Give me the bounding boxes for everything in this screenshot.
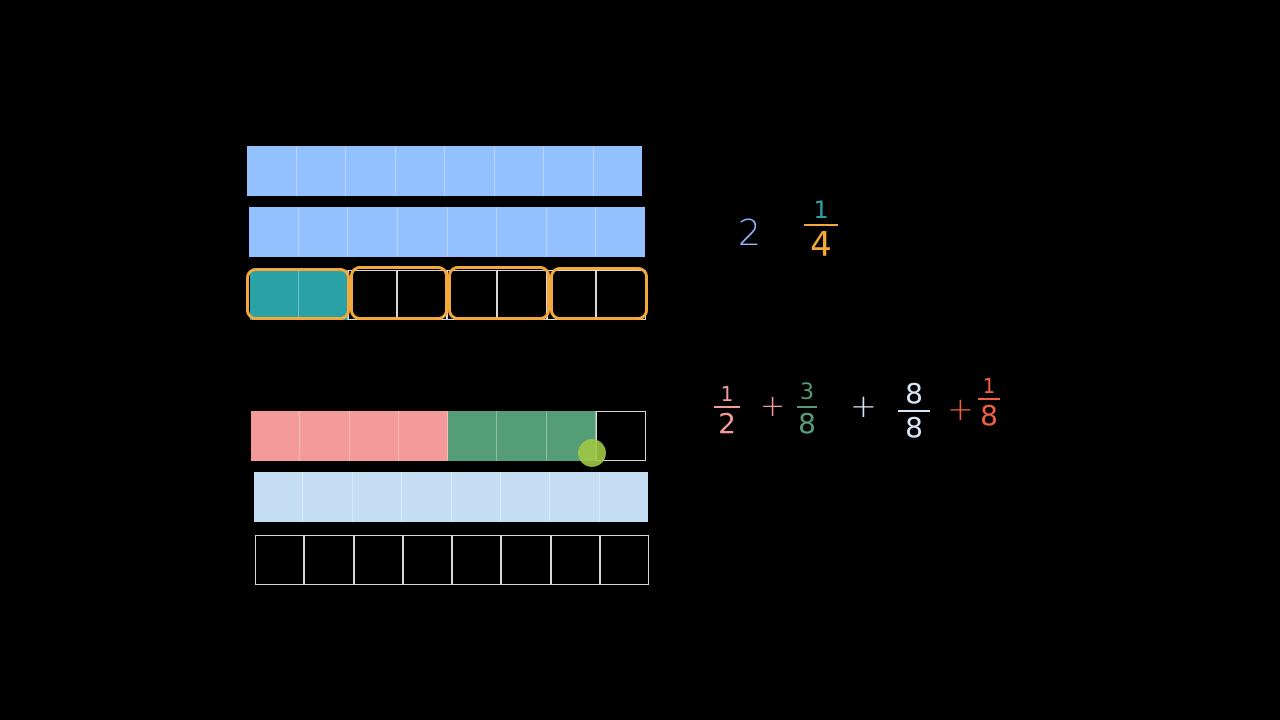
bar-cell [550, 472, 600, 522]
term-4: 1 8 [978, 376, 1000, 430]
bar-cell [544, 146, 594, 196]
denominator: 8 [980, 399, 998, 432]
fraction-line [978, 398, 1000, 400]
bar-cell [445, 146, 495, 196]
fraction-line [797, 406, 817, 408]
term-1: 1 2 [714, 384, 740, 438]
bar-cell [550, 535, 600, 585]
group-ring-4 [550, 267, 648, 320]
mixed-numerator: 1 [813, 196, 829, 224]
bar-cell [595, 411, 646, 461]
bar-cell [353, 535, 403, 585]
bar-cell [249, 207, 299, 257]
bar-cell [402, 535, 452, 585]
bar-cell [296, 146, 346, 196]
bar-cell [593, 146, 642, 196]
bar-cell [397, 207, 448, 257]
bar-cell [346, 146, 396, 196]
numerator: 1 [982, 374, 996, 398]
bar-cell [247, 146, 297, 196]
fraction-line [898, 410, 930, 412]
bar-cell [251, 411, 301, 461]
group-ring-3 [448, 266, 550, 320]
mixed-whole: 2 [738, 213, 761, 254]
bar-cell [599, 472, 648, 522]
bar-cell [599, 535, 649, 585]
bar-cell [303, 472, 353, 522]
bar-cell [452, 535, 502, 585]
whole-bar-1 [247, 146, 642, 196]
sum-bar-1 [251, 411, 646, 461]
term-3: 8 8 [898, 380, 930, 442]
bar-cell [298, 270, 348, 320]
numerator: 8 [905, 377, 923, 410]
fraction-line [714, 406, 740, 408]
bar-cell [254, 472, 304, 522]
plus-1: + [760, 389, 786, 424]
bar-cell [448, 411, 498, 461]
group-ring-1 [246, 268, 350, 320]
bar-cell [494, 146, 544, 196]
bar-cell [497, 411, 547, 461]
bar-cell [395, 146, 445, 196]
mixed-denominator: 4 [810, 225, 832, 265]
denominator: 8 [905, 411, 923, 444]
sum-bar-2 [254, 472, 648, 522]
bar-cell [451, 472, 501, 522]
bar-cell [255, 535, 305, 585]
sum-bar-3 [255, 535, 649, 585]
plus-2: + [850, 387, 877, 425]
numerator: 1 [720, 382, 734, 406]
denominator: 2 [718, 407, 736, 440]
bar-cell [398, 411, 448, 461]
bar-cell [596, 207, 645, 257]
bar-cell [500, 472, 551, 522]
bar-cell [546, 207, 597, 257]
bar-cell [250, 270, 299, 320]
fraction-line [804, 224, 838, 226]
bar-cell [497, 207, 547, 257]
bar-cell [352, 472, 403, 522]
group-ring-2 [350, 266, 448, 320]
mixed-fraction: 1 4 [804, 198, 838, 262]
bar-cell [304, 535, 354, 585]
whole-bar-2 [249, 207, 645, 257]
denominator: 8 [798, 407, 816, 440]
bar-cell [447, 207, 498, 257]
bar-cell [348, 207, 398, 257]
bar-cell [298, 207, 349, 257]
bar-cell [349, 411, 399, 461]
term-2: 3 8 [797, 382, 817, 438]
numerator: 3 [800, 380, 814, 405]
bar-cell [501, 535, 551, 585]
bar-cell [300, 411, 350, 461]
bar-cell [402, 472, 452, 522]
pen-cursor-icon [578, 439, 606, 467]
plus-3: + [947, 390, 974, 428]
